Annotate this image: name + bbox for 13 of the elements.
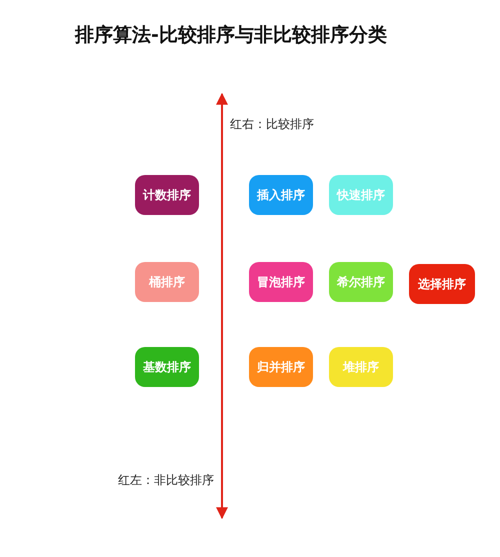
algorithm-box: 归并排序 <box>249 347 313 387</box>
title: 排序算法-比较排序与非比较排序分类 <box>75 23 387 48</box>
algorithm-box: 希尔排序 <box>329 262 393 302</box>
algorithm-box: 基数排序 <box>135 347 199 387</box>
side-note: 红左：非比较排序 <box>118 472 214 489</box>
side-note: 红右：比较排序 <box>230 116 314 133</box>
algorithm-box: 插入排序 <box>249 175 313 215</box>
algorithm-box: 冒泡排序 <box>249 262 313 302</box>
algorithm-box: 桶排序 <box>135 262 199 302</box>
algorithm-box: 计数排序 <box>135 175 199 215</box>
algorithm-box: 堆排序 <box>329 347 393 387</box>
algorithm-box: 快速排序 <box>329 175 393 215</box>
algorithm-box: 选择排序 <box>409 264 475 304</box>
